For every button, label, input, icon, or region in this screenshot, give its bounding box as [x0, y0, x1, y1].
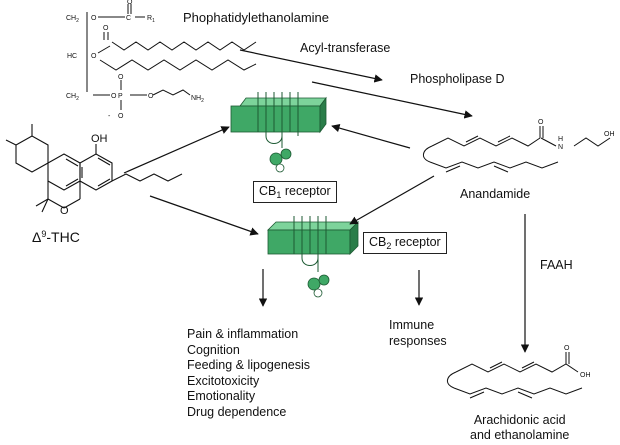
pe-atom-hc: HC — [67, 53, 77, 60]
anandamide-structure — [423, 126, 611, 173]
label-arachidonic-acid: Arachidonic acid and ethanolamine — [470, 413, 569, 443]
thc-atom-oh: OH — [91, 133, 108, 145]
anandamide-atom-h: H — [558, 136, 563, 143]
cb1-g-protein-1 — [269, 152, 283, 166]
cb2-label-tail: receptor — [391, 235, 441, 249]
immune-line-1: Immune — [389, 318, 435, 332]
arachidonic-acid-structure — [447, 352, 583, 399]
effect-item: Cognition — [187, 342, 240, 357]
label-phospholipase-d: Phospholipase D — [410, 72, 505, 86]
arrow-thc-to-cb1 — [123, 126, 230, 174]
cb1-membrane-top — [239, 97, 327, 107]
arachidonic-atom-oh: OH — [580, 372, 591, 379]
pe-atom-minus: - — [108, 113, 111, 120]
thc-tail: -THC — [46, 229, 80, 245]
pe-atom-o5: O — [111, 93, 117, 100]
effect-item: Pain & inflammation — [187, 327, 299, 341]
cb2-label-subscript: 2 — [386, 241, 392, 251]
anandamide-atom-o: O — [538, 119, 544, 126]
pe-atom-ch2-top: CH2 — [66, 15, 79, 24]
cb2-receptor-graphic — [267, 216, 359, 298]
label-anandamide: Anandamide — [460, 187, 531, 201]
thc-structure — [5, 124, 183, 213]
effect-item: Feeding & lipogenesis — [187, 358, 310, 373]
cb2-receptor-label: CB2 receptor — [363, 232, 447, 254]
cb1-g-protein-3 — [275, 163, 285, 173]
pe-acyl-chain-1 — [111, 41, 257, 51]
label-immune-responses: Immune responses — [389, 317, 447, 349]
pe-atom-ch2-bottom: CH2 — [66, 93, 79, 102]
arrow-acyl-transferase — [239, 49, 383, 83]
pe-atom-o4: O — [103, 25, 109, 32]
arrow-anandamide-to-cb2 — [349, 175, 435, 225]
label-acyl-transferase: Acyl-transferase — [300, 41, 391, 55]
pe-atom-o2: O — [127, 0, 133, 6]
phosphatidylethanolamine-atoms: CH2 O C O R1 HC O O CH2 O P O O - O NH2 — [66, 0, 204, 120]
cb2-g-protein-3 — [313, 288, 323, 298]
cb2-membrane-front — [267, 229, 351, 255]
cb2-membrane-top — [267, 221, 359, 231]
pe-acyl-chain-2 — [99, 59, 257, 71]
effect-item: Emotionality — [187, 389, 256, 404]
arachidonic-acid-atoms: O OH — [564, 345, 591, 379]
label-thc: Δ9-THC — [32, 229, 80, 247]
pe-atom-r1: R1 — [147, 15, 155, 24]
pe-atom-o8: O — [148, 93, 154, 100]
pe-atom-o7: O — [118, 113, 124, 120]
arrow-anandamide-to-cb1 — [331, 124, 411, 149]
label-phosphatidylethanolamine: Phophatidylethanolamine — [183, 10, 329, 25]
cb1-label-tail: receptor — [281, 184, 331, 198]
effect-item: Drug dependence — [187, 404, 287, 419]
cb1-membrane-front — [230, 105, 321, 133]
anandamide-atoms: O N H OH — [538, 119, 615, 151]
thc-delta: Δ — [32, 229, 42, 245]
cb1-label-main: CB — [259, 184, 277, 198]
anandamide-atom-oh: OH — [604, 131, 615, 138]
thc-superscript: 9 — [41, 229, 47, 239]
arrow-phospholipase-d — [311, 81, 473, 119]
thc-atom-o: O — [60, 205, 69, 217]
product-line-2: and ethanolamine — [470, 428, 570, 442]
pe-atom-o1: O — [91, 15, 97, 22]
label-faah: FAAH — [540, 258, 573, 272]
cb1-receptor-graphic — [230, 92, 327, 173]
pe-atom-p: P — [118, 93, 123, 100]
product-line-1: Arachidonic acid — [473, 413, 566, 427]
cb2-label-main: CB — [369, 235, 387, 249]
pe-atom-c1: C — [126, 15, 131, 22]
cb2-g-protein-2 — [318, 274, 330, 286]
anandamide-atom-n: N — [558, 144, 563, 151]
effects-list: Pain & inflammation Cognition Feeding & … — [187, 327, 310, 421]
cb2-g-protein-1 — [307, 277, 321, 291]
cb2-membrane-side — [349, 221, 359, 255]
cb1-label-subscript: 1 — [276, 190, 282, 200]
cb1-g-protein-2 — [280, 148, 292, 160]
arrow-thc-to-cb2 — [149, 195, 259, 236]
effect-item: Excitotoxicity — [187, 373, 260, 388]
pe-atom-o6: O — [118, 74, 124, 81]
arachidonic-atom-o: O — [564, 345, 570, 352]
pe-atom-o3: O — [91, 53, 97, 60]
cb1-membrane-side — [319, 96, 327, 134]
immune-line-2: responses — [389, 334, 447, 348]
pe-atom-nh2: NH2 — [191, 95, 204, 104]
thc-atoms: OH O — [60, 133, 108, 217]
phosphatidylethanolamine-structure — [86, 4, 257, 110]
cb1-receptor-label: CB1 receptor — [253, 181, 337, 203]
